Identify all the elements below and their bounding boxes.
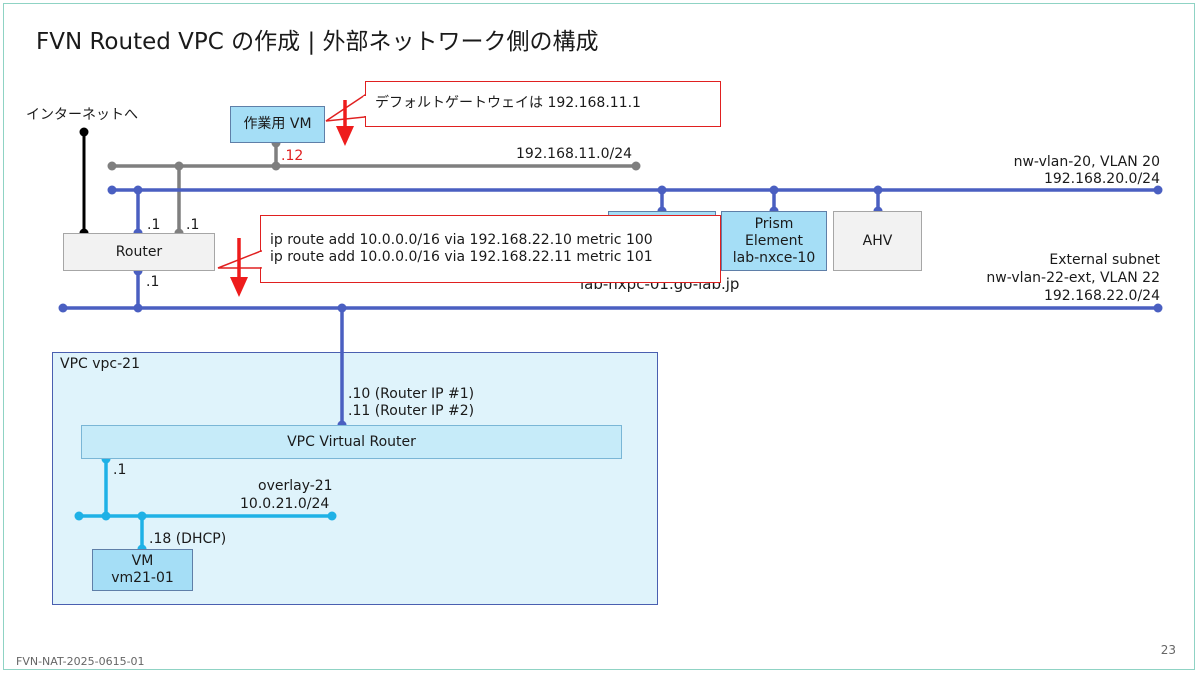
gateway-callout <box>365 81 721 127</box>
work-vm-box: 作業用 VM <box>230 106 325 143</box>
vm-label-line1: VM <box>131 553 154 569</box>
vlan20-name-label: nw-vlan-20, VLAN 20 <box>1013 154 1160 170</box>
router-vlan20-ip: .1 <box>147 217 161 233</box>
overlay-end-left <box>74 511 84 521</box>
mgmt-network-end-left <box>107 161 117 171</box>
vpc-name: VPC vpc-21 <box>60 356 140 372</box>
overlay-gw-ip: .1 <box>113 462 127 478</box>
vlan20-subnet-label: 192.168.20.0/24 <box>1043 171 1160 187</box>
vm-overlay-link-top <box>137 511 147 521</box>
route-callout-line2: ip route add 10.0.0.0/16 via 192.168.22.… <box>270 249 653 265</box>
ext-end-right <box>1153 303 1163 313</box>
overlay-end-right <box>327 511 337 521</box>
vpc-router-ip-2: .11 (Router IP #2) <box>348 403 475 419</box>
vlan20-end-right <box>1153 185 1163 195</box>
ext-end-left <box>58 303 68 313</box>
page-number: 23 <box>1160 643 1176 657</box>
slide-frame <box>3 3 1195 670</box>
work-vm-ip-label: .12 <box>281 148 304 164</box>
vm-label-line2: vm21-01 <box>111 570 174 586</box>
router-ext-ip: .1 <box>146 274 160 290</box>
router-ext-link-bottom <box>133 303 143 313</box>
internet-link-end-top <box>79 127 89 137</box>
work-vm-link-bottom <box>271 161 281 171</box>
prism-link-top <box>769 185 779 195</box>
router-mgmt-link-top <box>174 161 184 171</box>
ahv-label: AHV <box>862 232 893 249</box>
overlay-cidr-label: 10.0.21.0/24 <box>240 496 330 512</box>
slide-title: FVN Routed VPC の作成 | 外部ネットワーク側の構成 <box>36 29 599 55</box>
router-label: Router <box>115 243 163 260</box>
hidden-host-link-top <box>657 185 667 195</box>
vm-box: VM vm21-01 <box>92 549 193 591</box>
ext-subnet-cidr: 192.168.22.0/24 <box>1043 288 1160 304</box>
prism-label-line3: lab-nxce-10 <box>732 249 816 266</box>
ahv-box: AHV <box>833 211 922 271</box>
gateway-arrow-head <box>336 126 354 146</box>
prism-label-line1: Prism <box>754 215 794 232</box>
internet-label: インターネットへ <box>26 107 138 123</box>
footer-id: FVN-NAT-2025-0615-01 <box>16 655 145 668</box>
vlan20-end-left <box>107 185 117 195</box>
prism-element-box: Prism Element lab-nxce-10 <box>721 211 827 271</box>
vm-ip-label: .18 (DHCP) <box>149 531 227 547</box>
router-box: Router <box>63 233 215 271</box>
mgmt-network-end-right <box>631 161 641 171</box>
route-arrow-head <box>230 277 248 297</box>
vpc-router-ip-1: .10 (Router IP #1) <box>348 386 475 402</box>
ext-subnet-name: nw-vlan-22-ext, VLAN 22 <box>986 270 1160 286</box>
gateway-callout-text: デフォルトゲートウェイは 192.168.11.1 <box>375 95 641 111</box>
vpc-router-ext-link-top <box>337 303 347 313</box>
ahv-link-top <box>873 185 883 195</box>
router-mgmt-ip: .1 <box>186 217 200 233</box>
router-vlan20-link-top <box>133 185 143 195</box>
route-callout-line1: ip route add 10.0.0.0/16 via 192.168.22.… <box>270 232 653 248</box>
vpc-virtual-router-label: VPC Virtual Router <box>287 434 416 450</box>
vpc-virtual-router-box: VPC Virtual Router <box>81 425 622 459</box>
mgmt-subnet-label: 192.168.11.0/24 <box>516 146 633 162</box>
work-vm-label: 作業用 VM <box>243 116 312 132</box>
overlay-name-label: overlay-21 <box>258 478 333 494</box>
prism-label-line2: Element <box>745 232 803 249</box>
route-callout <box>260 215 721 283</box>
ext-subnet-title: External subnet <box>1049 252 1160 268</box>
